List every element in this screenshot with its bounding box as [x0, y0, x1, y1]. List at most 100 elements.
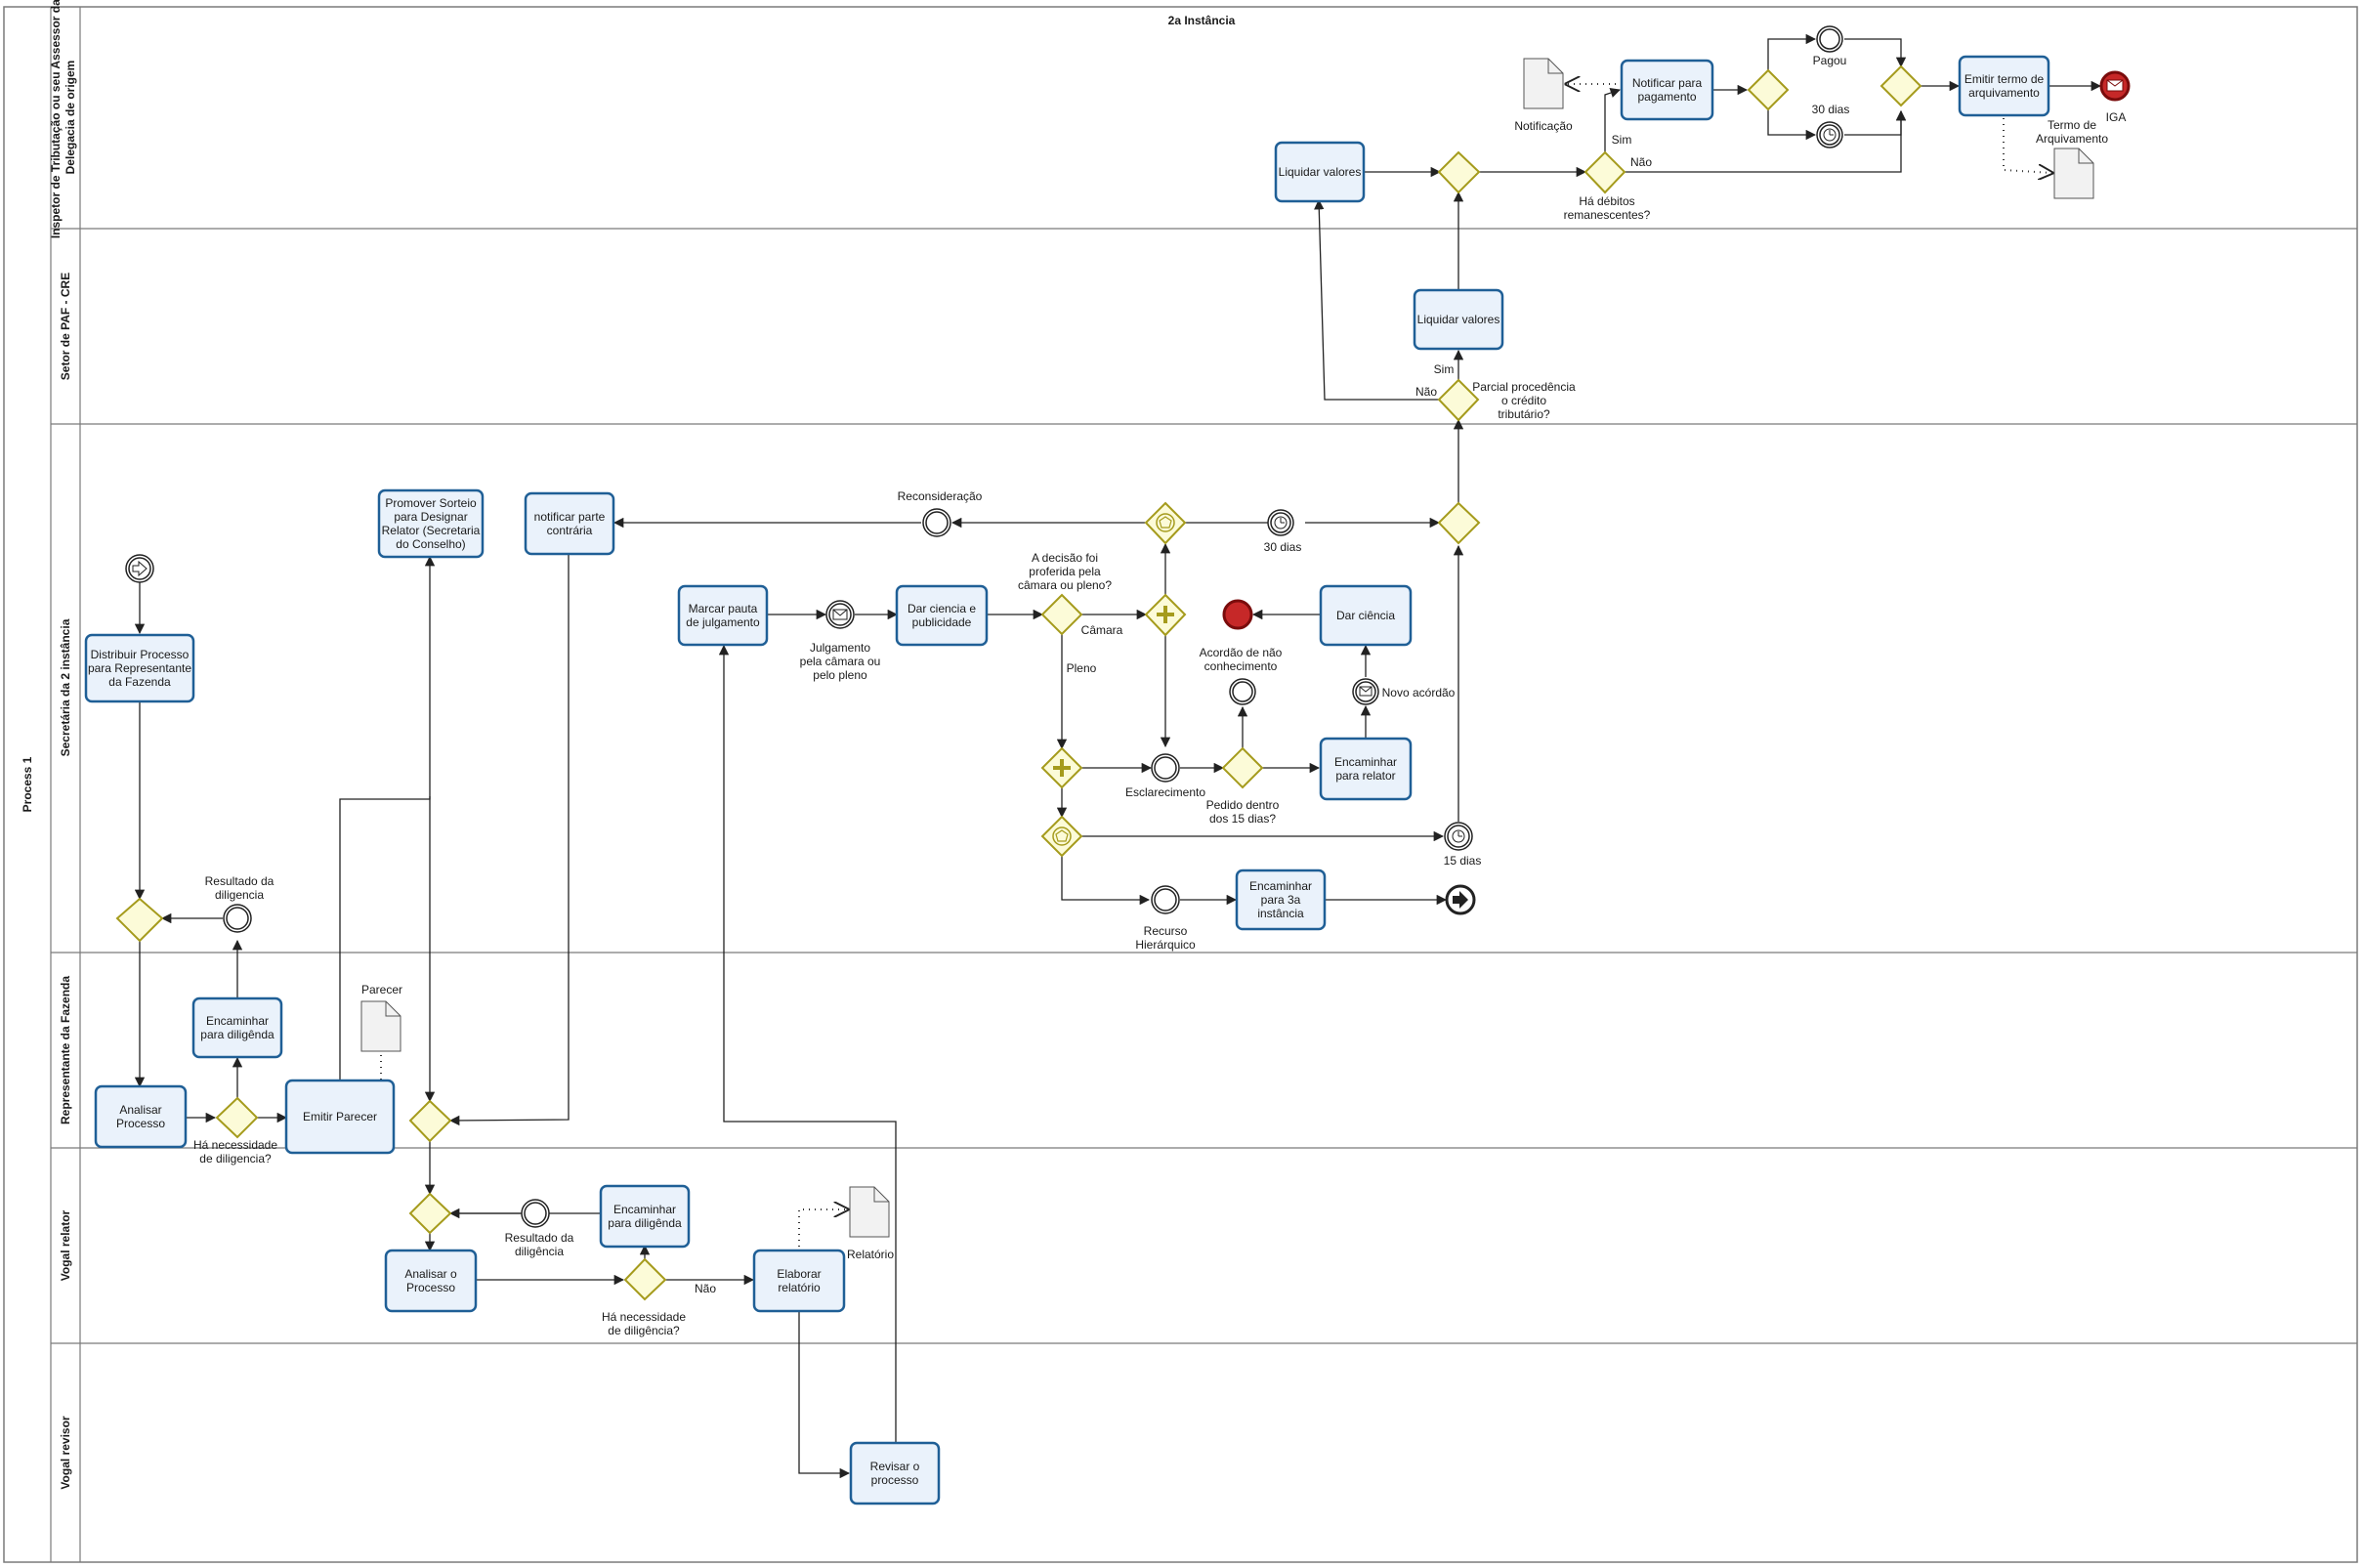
exclusive-gateway[interactable]: [408, 1192, 452, 1235]
label-iga: IGA: [2106, 110, 2127, 124]
parallel-gateway[interactable]: [1144, 593, 1187, 637]
exclusive-gateway[interactable]: [1437, 378, 1480, 422]
intermediate-event[interactable]: [922, 508, 951, 537]
intermediate-event[interactable]: [1229, 678, 1256, 705]
task-label: de julgamento: [686, 615, 760, 629]
document-icon: [849, 1186, 890, 1238]
task-box[interactable]: [284, 1079, 396, 1155]
task-label: Encaminhar: [1334, 755, 1397, 769]
task-box[interactable]: [1620, 59, 1714, 121]
intermediate-event[interactable]: [1151, 753, 1180, 783]
message-event[interactable]: [825, 600, 855, 629]
label-line: Câmara: [1081, 623, 1123, 637]
start-event[interactable]: [125, 554, 154, 583]
task-box[interactable]: [599, 1184, 691, 1249]
task-emitir-parecer[interactable]: Emitir Parecer: [284, 1079, 396, 1155]
task-dar-ciencia[interactable]: Dar ciência: [1319, 584, 1413, 647]
document-icon: [2053, 148, 2094, 199]
event-based-gateway[interactable]: [1040, 815, 1083, 858]
exclusive-gateway[interactable]: [1584, 150, 1626, 194]
timer-event[interactable]: [1816, 121, 1843, 148]
exclusive-gateway[interactable]: [1879, 64, 1922, 107]
task-box[interactable]: [752, 1249, 846, 1313]
task-box[interactable]: [191, 996, 283, 1059]
intermediate-event[interactable]: [521, 1199, 550, 1228]
task-box[interactable]: [1413, 288, 1504, 351]
task-box[interactable]: [1319, 584, 1413, 647]
label-line: pela câmara ou: [800, 655, 881, 668]
parallel-gateway[interactable]: [1040, 746, 1083, 789]
label-line: diligência: [515, 1245, 564, 1258]
exclusive-gateway[interactable]: [1437, 150, 1481, 194]
task-box[interactable]: [895, 584, 989, 647]
label-sim-paf: Sim: [1434, 362, 1455, 376]
task-box[interactable]: [1319, 737, 1413, 801]
end-event[interactable]: [1222, 599, 1253, 630]
task-box[interactable]: [84, 633, 195, 703]
task-box[interactable]: [384, 1249, 478, 1313]
data-objects: [360, 58, 2094, 1238]
exclusive-gateway[interactable]: [1437, 501, 1481, 545]
task-box[interactable]: [1235, 869, 1327, 931]
task-label: relatório: [778, 1281, 821, 1294]
exclusive-gateway[interactable]: [1747, 68, 1790, 111]
exclusive-gateway[interactable]: [215, 1096, 259, 1139]
task-liquidar1[interactable]: Liquidar valores: [1274, 141, 1366, 203]
task-box[interactable]: [377, 488, 485, 559]
exclusive-gateway[interactable]: [1221, 746, 1264, 789]
timer-event[interactable]: [1267, 509, 1294, 536]
task-box[interactable]: [94, 1084, 188, 1149]
exclusive-gateway[interactable]: [408, 1099, 452, 1143]
task-box[interactable]: [1958, 55, 2050, 117]
end-link-event[interactable]: [1445, 884, 1476, 915]
task-box[interactable]: [1274, 141, 1366, 203]
exclusive-gateway[interactable]: [115, 897, 164, 943]
task-label: Emitir termo de: [1964, 72, 2045, 86]
task-label: Encaminhar: [613, 1203, 676, 1216]
task-label: Promover Sorteio: [385, 496, 477, 510]
task-box[interactable]: [677, 584, 769, 647]
task-label: para 3a: [1261, 893, 1301, 907]
label-camara: Câmara: [1081, 623, 1123, 637]
end-message-event[interactable]: [2099, 70, 2131, 102]
message-event[interactable]: [1352, 678, 1379, 705]
flow: [339, 555, 436, 1081]
task-box[interactable]: [524, 491, 615, 556]
task-label: Marcar pauta: [689, 602, 758, 615]
event-based-gateway[interactable]: [1144, 501, 1187, 545]
label-line: Relatório: [847, 1248, 894, 1261]
label-parecer: Parecer: [361, 983, 402, 996]
label-line: Há necessidade: [602, 1310, 686, 1324]
pool: Process 1 2a Instância: [3, 6, 2358, 1563]
label-line: de diligência?: [608, 1324, 680, 1337]
timer-event[interactable]: [1444, 822, 1473, 851]
task-box[interactable]: [849, 1441, 941, 1505]
intermediate-event[interactable]: [223, 904, 252, 933]
exclusive-gateway[interactable]: [623, 1257, 667, 1301]
intermediate-event[interactable]: [1816, 25, 1843, 53]
exclusive-gateway[interactable]: [1040, 593, 1083, 636]
task-liquidar2[interactable]: Liquidar valores: [1413, 288, 1504, 351]
label-line: IGA: [2106, 110, 2127, 124]
intermediate-event[interactable]: [1151, 885, 1180, 914]
